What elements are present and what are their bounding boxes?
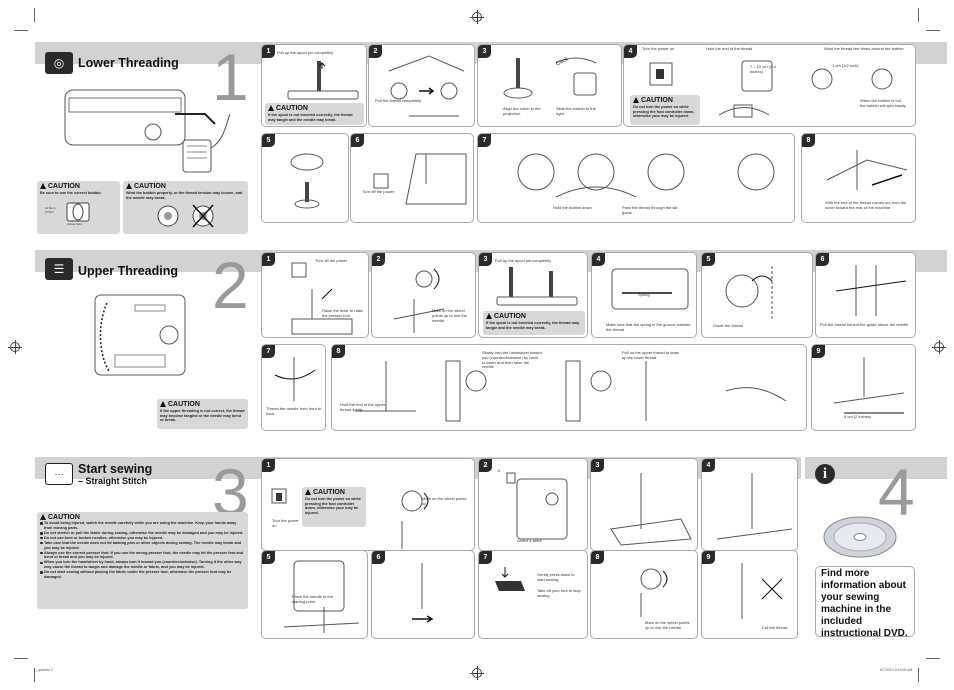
caution-item: Do not use bent or broken needles, other… <box>40 536 245 541</box>
bobbin-icon <box>66 202 90 222</box>
step-panel: 6 Turn off the power <box>350 133 474 223</box>
footer-left: _quicinfo 2 <box>36 668 53 672</box>
caution-box: CAUTION To avoid being injured, watch th… <box>37 512 248 609</box>
caution-box: CAUTION If the upper threading is not co… <box>157 399 248 429</box>
section-subtitle: – Straight Stitch <box>78 476 148 486</box>
caution-item: When you turn the handwheel by hand, alw… <box>40 560 245 570</box>
step-panel: 1 Turn the power on CAUTION Do not turn … <box>261 458 475 551</box>
crop-mark <box>34 668 35 682</box>
crop-mark <box>14 658 28 659</box>
section-title-lower: Lower Threading <box>78 56 179 70</box>
crop-mark <box>926 30 940 31</box>
step-panel: 9 Cut the thread <box>701 550 798 639</box>
step-panel: 1 Turn off the power Raise the lever to … <box>261 252 369 338</box>
step-panel: 2 Pull the thread completely <box>368 44 475 127</box>
step-panel: 4 Spring Make sure that the spring in th… <box>591 252 697 338</box>
footer-right: 6/7/2013 9:43:05 AM <box>880 668 913 672</box>
spool-icon: ☰ <box>45 258 73 280</box>
warning-icon <box>126 183 132 189</box>
caution-item: Do not stretch or pull the fabric during… <box>40 531 245 536</box>
step-panel: 5 <box>261 133 349 223</box>
step-panel: 3 <box>590 458 698 551</box>
step-panel: 5 Place the needle to the starting point <box>261 550 368 639</box>
dvd-disc-icon <box>823 516 897 558</box>
step-panel: 7 Hold the bobbin down Pass the thread t… <box>477 133 795 223</box>
step-panel: 6 Pull the thread behind the guide above… <box>815 252 916 338</box>
stitch-icon: ⋯ <box>45 463 73 485</box>
crop-mark <box>926 658 940 659</box>
step-panel: 9 5 cm (2 inches) <box>811 344 916 431</box>
caution-box: CAUTION Be sure to use the correct bobbi… <box>37 181 120 234</box>
step-panel: 7 Thread the needle from front to back <box>261 344 326 431</box>
step-panel: 4 <box>701 458 798 551</box>
step-panel: 1 Pull up the spool pin completely CAUTI… <box>261 44 367 127</box>
dvd-info-text: Find more information about your sewing … <box>821 568 908 639</box>
step-panel: 6 <box>371 550 475 639</box>
warning-icon <box>40 183 46 189</box>
step-panel: 7 Gently press down to start sewing Take… <box>478 550 588 639</box>
bobbin-icon: ◎ <box>45 52 73 74</box>
section-number: 2 <box>212 248 249 322</box>
caution-item: Do not start sewing without placing the … <box>40 570 245 580</box>
warning-icon <box>160 401 166 407</box>
machine-illustration <box>64 89 231 173</box>
step-panel: 5 Guide the thread <box>701 252 813 338</box>
caution-item: Always use the correct presser foot. If … <box>40 551 245 561</box>
registration-mark <box>8 340 22 354</box>
info-icon: i <box>815 464 835 484</box>
bobbin-comparison <box>157 204 214 228</box>
caution-list: To avoid being injured, watch the needle… <box>40 521 245 580</box>
crop-mark <box>918 8 919 22</box>
crop-mark <box>14 30 28 31</box>
section-title-sewing: Start sewing <box>78 462 153 476</box>
registration-mark <box>470 10 484 24</box>
step-panel: 8 Mark on the wheel points up to rise th… <box>590 550 698 639</box>
warning-icon <box>40 514 46 520</box>
dvd-info-box <box>815 566 915 637</box>
crop-mark <box>34 8 35 22</box>
registration-mark <box>470 666 484 680</box>
caution-item: Take care that the needle does not hit b… <box>40 541 245 551</box>
step-panel: 4 Turn the power on Hold the end of the … <box>623 44 916 127</box>
step-panel: 3 Pull up the spool pin completely CAUTI… <box>478 252 588 338</box>
step-panel: 3 Click Align the notch to the projectio… <box>477 44 622 127</box>
step-panel: 2 11 Select a stitch <box>478 458 588 551</box>
machine-illustration <box>94 294 186 376</box>
section-band <box>805 457 947 479</box>
step-panel: 8 Hold the end of the upper thread light… <box>331 344 807 431</box>
step-panel: 2 Mark on the wheel points up to rise th… <box>371 252 476 338</box>
crop-mark <box>918 668 919 682</box>
section-number: 4 <box>878 455 915 529</box>
registration-mark <box>932 340 946 354</box>
section-number: 1 <box>212 40 249 114</box>
caution-item: To avoid being injured, watch the needle… <box>40 521 245 531</box>
caution-box: CAUTION Wind the bobbin properly, or the… <box>123 181 248 234</box>
section-title-upper: Upper Threading <box>78 264 179 278</box>
step-panel: 8 With the end of the thread comes out f… <box>801 133 916 223</box>
